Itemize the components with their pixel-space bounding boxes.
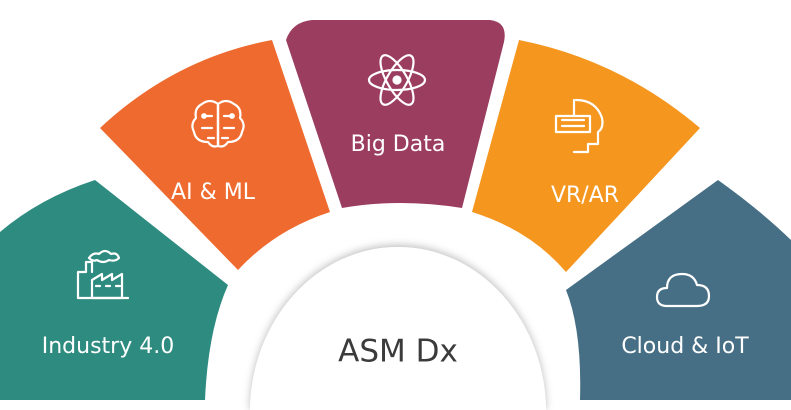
segment-vr-ar-shape bbox=[472, 40, 700, 272]
segment-vr-ar-label: VR/AR bbox=[551, 183, 619, 208]
vr-headset-icon bbox=[554, 98, 604, 154]
segment-ai-ml-shape bbox=[100, 40, 330, 270]
segment-industry-shape bbox=[0, 180, 228, 400]
center-hub: ASM Dx bbox=[250, 247, 546, 410]
center-hub-label: ASM Dx bbox=[338, 334, 458, 370]
segment-big-data-shape bbox=[286, 20, 505, 208]
segment-ai-ml: AI & ML bbox=[100, 40, 330, 270]
segment-ai-ml-label: AI & ML bbox=[171, 180, 256, 205]
factory-icon bbox=[76, 249, 130, 300]
cloud-icon bbox=[655, 272, 711, 308]
segment-cloud-iot: Cloud & IoT bbox=[566, 180, 791, 400]
segment-cloud-iot-label: Cloud & IoT bbox=[621, 334, 749, 359]
segment-big-data: Big Data bbox=[286, 20, 505, 208]
segment-industry: Industry 4.0 bbox=[0, 180, 228, 400]
segment-cloud-iot-shape bbox=[566, 180, 791, 400]
center-hub-shape bbox=[250, 247, 546, 410]
segment-industry-label: Industry 4.0 bbox=[42, 334, 174, 359]
segment-vr-ar: VR/AR bbox=[472, 40, 700, 272]
segment-big-data-label: Big Data bbox=[351, 132, 446, 157]
brain-icon bbox=[191, 99, 245, 148]
